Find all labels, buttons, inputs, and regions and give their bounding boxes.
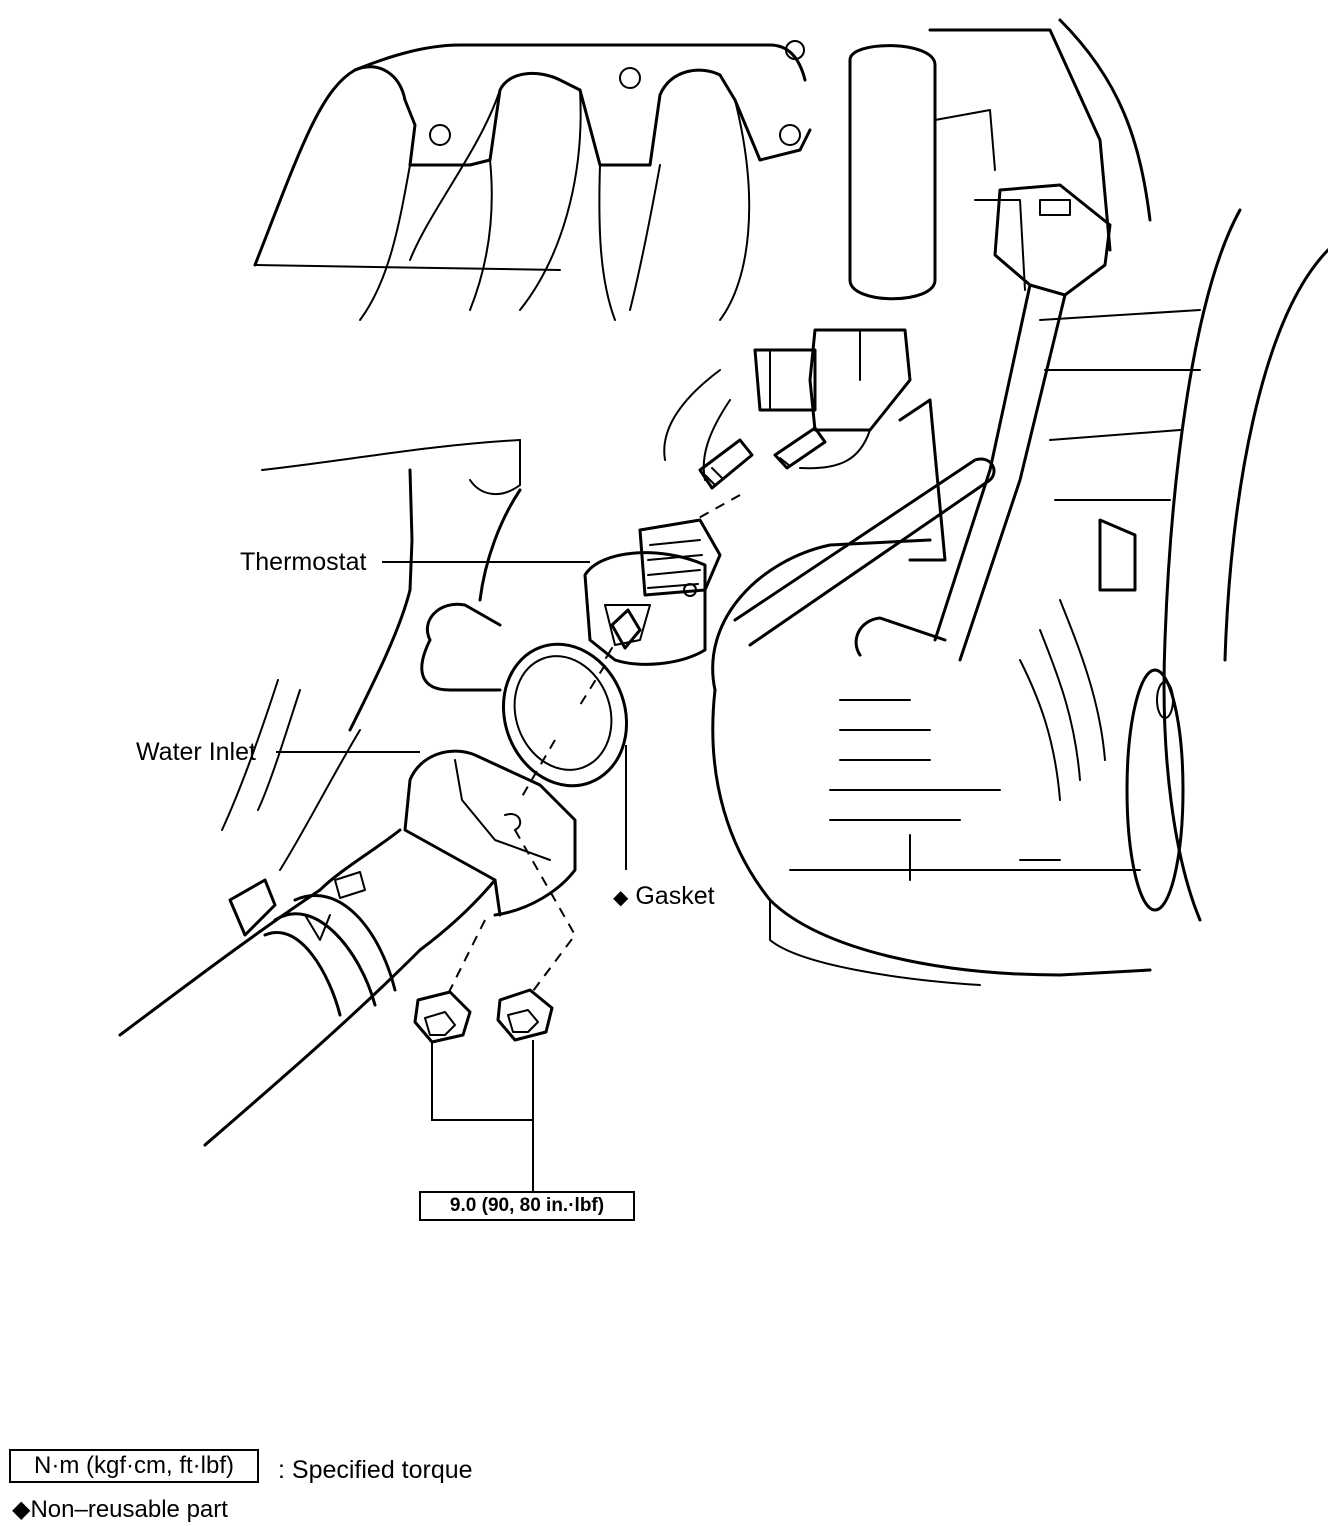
thermostat	[583, 518, 722, 666]
gasket-text: Gasket	[635, 882, 715, 910]
non-reusable-marker: ◆	[613, 887, 629, 909]
gasket	[501, 642, 629, 788]
bolts	[413, 988, 554, 1044]
torque-spec-box: 9.0 (90, 80 in.·lbf)	[419, 1191, 635, 1221]
water-inlet	[318, 749, 577, 952]
alignment-guides	[444, 494, 741, 1001]
gasket-label: ◆ Gasket	[613, 884, 715, 909]
upper-hose	[848, 18, 1152, 301]
legend-torque-description: : Specified torque	[278, 1456, 473, 1484]
intake-manifold	[253, 40, 812, 495]
bypass-pipe	[733, 457, 996, 657]
alternator	[711, 183, 1328, 986]
wiring-connectors	[663, 328, 947, 562]
water-inlet-label: Water Inlet	[136, 738, 256, 766]
thermostat-label: Thermostat	[240, 548, 367, 576]
legend-torque-units: N·m (kgf·cm, ft·lbf)	[9, 1449, 259, 1483]
mounting-studs	[698, 426, 827, 490]
radiator-hose	[118, 871, 422, 1147]
engine-block	[221, 468, 522, 871]
legend-non-reusable: ◆Non–reusable part	[12, 1496, 228, 1523]
leader-lines	[276, 561, 627, 1192]
